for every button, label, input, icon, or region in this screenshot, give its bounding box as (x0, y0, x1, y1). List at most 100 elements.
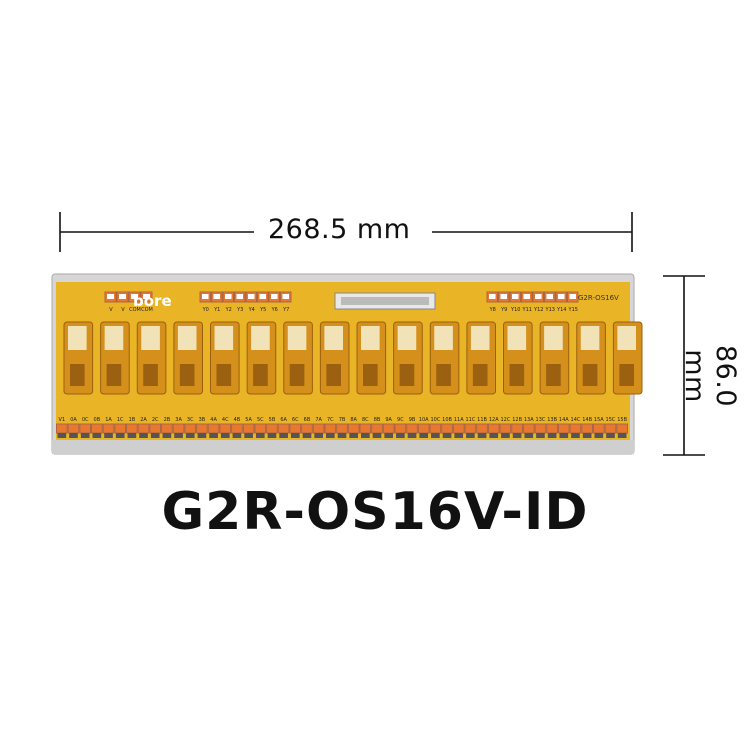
relay-label-sticker (68, 326, 87, 350)
height-dimension-line (663, 275, 705, 456)
bottom-terminal-label: 6C (292, 417, 299, 423)
bottom-terminal[interactable] (312, 423, 325, 434)
bottom-terminal-screw (594, 433, 604, 438)
bottom-terminal[interactable] (347, 423, 360, 434)
bottom-terminal-label: 13A (524, 417, 534, 423)
bottom-terminal[interactable] (522, 423, 535, 434)
bottom-terminal[interactable] (219, 423, 232, 434)
bottom-terminal-label: 8A (350, 417, 357, 423)
bottom-terminal[interactable] (79, 423, 92, 434)
input-b-terminal-label: Y11 (522, 307, 532, 313)
input-b-terminal-label: Y15 (568, 307, 578, 313)
bottom-terminal-label: 3A (175, 417, 182, 423)
input-a-terminal-label: Y5 (259, 307, 266, 313)
bottom-terminal[interactable] (254, 423, 267, 434)
bottom-terminal-label: 0C (82, 417, 89, 423)
bottom-terminal[interactable] (616, 423, 629, 434)
bottom-terminal[interactable] (242, 423, 255, 434)
relay-coil (363, 364, 378, 386)
input-b-terminal-screw (546, 294, 553, 299)
bottom-terminal[interactable] (604, 423, 617, 434)
bottom-terminal-screw (349, 433, 359, 438)
bottom-terminal[interactable] (464, 423, 477, 434)
bottom-terminal[interactable] (581, 423, 593, 434)
relay-coil (399, 364, 415, 386)
bottom-terminal[interactable] (417, 423, 430, 434)
bottom-terminal-screw (466, 433, 475, 438)
bottom-terminal-label: 14A (559, 417, 569, 423)
relay-label-sticker (141, 326, 160, 350)
bottom-terminal[interactable] (499, 423, 512, 434)
bottom-terminal[interactable] (557, 423, 570, 434)
bottom-terminal[interactable] (592, 423, 605, 434)
bottom-terminal-label: 10B (442, 417, 452, 423)
bottom-terminal[interactable] (511, 423, 523, 434)
relay-coil (143, 364, 158, 386)
bottom-terminal-screw (69, 433, 78, 438)
bottom-terminal-screw (524, 433, 534, 438)
power-terminal-screw (143, 294, 150, 299)
bottom-terminal-label: 13C (536, 417, 546, 423)
bottom-terminal[interactable] (184, 423, 197, 434)
bottom-terminal-screw (279, 433, 288, 438)
bottom-terminal-screw (232, 433, 242, 438)
bottom-terminal[interactable] (534, 423, 547, 434)
bottom-terminal[interactable] (266, 423, 278, 434)
ribbon-connector-slot (341, 297, 429, 305)
relay-coil (179, 364, 195, 386)
input-b-terminal-label: Y14 (556, 307, 566, 313)
bottom-terminal[interactable] (452, 423, 465, 434)
input-a-terminal-screw (271, 294, 278, 299)
bottom-terminal[interactable] (476, 423, 488, 434)
bottom-terminal[interactable] (161, 423, 173, 434)
bottom-terminal[interactable] (336, 423, 348, 434)
relay-coil (436, 364, 451, 386)
bottom-terminal[interactable] (137, 423, 150, 434)
bottom-terminal-screw (185, 433, 195, 438)
bottom-terminal-screw (606, 433, 615, 438)
bottom-terminal-label: 2A (140, 417, 147, 423)
bottom-terminal-label: 11A (454, 417, 464, 423)
bottom-terminal[interactable] (149, 423, 162, 434)
bottom-terminal[interactable] (429, 423, 442, 434)
bottom-terminal[interactable] (406, 423, 418, 434)
relay-coil (216, 364, 232, 386)
bottom-terminal[interactable] (56, 423, 68, 434)
bottom-terminal[interactable] (487, 423, 500, 434)
bottom-terminal[interactable] (126, 423, 138, 434)
bottom-terminal[interactable] (91, 423, 103, 434)
bottom-terminal-label: 3C (187, 417, 194, 423)
relay-label-sticker (617, 326, 636, 350)
bottom-terminal[interactable] (301, 423, 313, 434)
input-a-terminal-label: Y0 (202, 307, 209, 313)
bottom-terminal[interactable] (114, 423, 127, 434)
bottom-terminal-screw (174, 433, 183, 438)
bottom-terminal[interactable] (546, 423, 558, 434)
bottom-terminal[interactable] (207, 423, 220, 434)
bottom-terminal[interactable] (277, 423, 290, 434)
bottom-terminal-label: 6A (280, 417, 287, 423)
bottom-terminal[interactable] (382, 423, 395, 434)
bottom-terminal[interactable] (231, 423, 243, 434)
bottom-terminal[interactable] (172, 423, 185, 434)
bottom-terminal-screw (115, 433, 125, 438)
bottom-terminal-label: 12C (500, 417, 510, 423)
input-b-terminal-label: Y9 (500, 307, 507, 313)
power-terminal-label: COM (141, 307, 153, 313)
bottom-terminal[interactable] (324, 423, 337, 434)
bottom-terminal[interactable] (67, 423, 80, 434)
power-terminal-label: V (121, 307, 125, 313)
bottom-terminal[interactable] (196, 423, 208, 434)
bottom-terminal[interactable] (441, 423, 453, 434)
bottom-terminal-label: 4B (234, 417, 241, 423)
relay-coil (472, 364, 488, 386)
bottom-terminal[interactable] (394, 423, 407, 434)
bottom-terminal[interactable] (371, 423, 383, 434)
bottom-terminal[interactable] (569, 423, 582, 434)
relay-label-sticker (104, 326, 124, 350)
bottom-terminal[interactable] (102, 423, 115, 434)
bottom-terminal[interactable] (359, 423, 372, 434)
bottom-terminal[interactable] (289, 423, 302, 434)
